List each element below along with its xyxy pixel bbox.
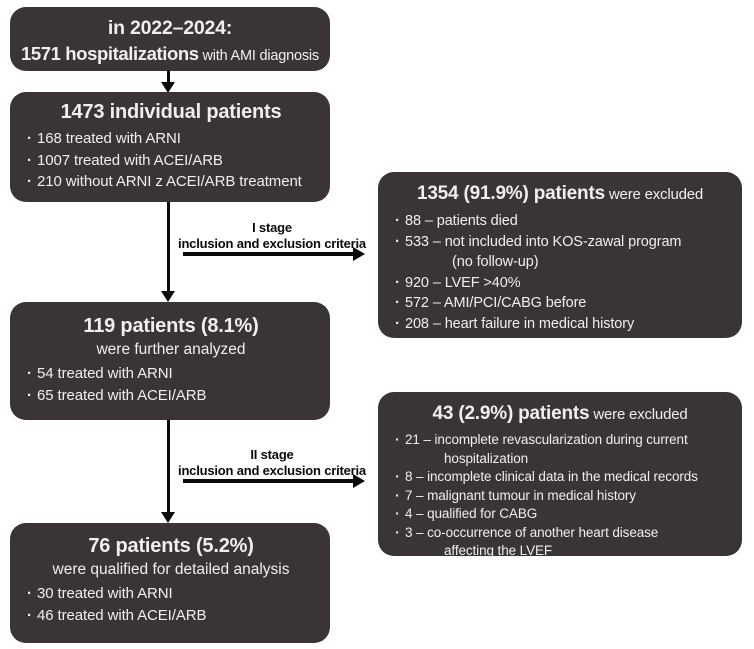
box-excluded-stage1: 1354 (91.9%) patients were excluded · 88 … xyxy=(378,172,742,338)
further-analyzed-bullets: · 54 treated with ARNI · 65 treated with A… xyxy=(22,363,320,406)
excluded-stage1-bullets: · 88 – patients died · 533 – not included … xyxy=(390,211,730,334)
bullet-dot-icon: · xyxy=(395,295,400,311)
bullet-dot-icon: · xyxy=(395,432,400,447)
hospitalizations-rest: with AMI diagnosis xyxy=(198,48,320,64)
list-item: · 54 treated with ARNI xyxy=(22,363,320,385)
box-hospitalizations-line1: in 2022–2024: xyxy=(107,17,233,39)
bullet-dot-icon: · xyxy=(27,365,32,382)
list-item-continuation: (no follow-up) xyxy=(452,254,539,270)
hospitalizations-count: 1571 hospitalizations xyxy=(20,43,199,64)
list-item: · 920 – LVEF >40% xyxy=(390,273,730,294)
list-item-text: 920 – LVEF >40% xyxy=(405,274,521,291)
list-item: · 572 – AMI/PCI/CABG before xyxy=(390,293,730,314)
list-item: · 88 – patients died xyxy=(390,211,730,232)
bullet-dot-icon: · xyxy=(395,274,400,291)
excluded-stage1-count: 1354 (91.9%) patients xyxy=(416,183,605,204)
list-item: · 3 – co-occurrence of another heart dise… xyxy=(390,524,730,543)
further-analyzed-heading: 119 patients (8.1%) xyxy=(83,315,259,337)
excluded-stage2-heading: 43 (2.9%) patients were excluded xyxy=(390,401,730,428)
list-item-text: 30 treated with ARNI xyxy=(37,585,173,602)
stage2-arrow-label: II stage inclusion and exclusion criteri… xyxy=(157,447,387,479)
down-arrowhead-icon-1 xyxy=(161,82,175,93)
bullet-dot-icon: · xyxy=(27,386,32,404)
stage1-label-line2: inclusion and exclusion criteria xyxy=(178,236,366,251)
list-item-text: 46 treated with ACEI/ARB xyxy=(37,606,207,624)
box-hospitalizations-line2: 1571 hospitalizations with AMI diagnosis xyxy=(10,41,330,69)
list-item: · 533 – not included into KOS-zawal progr… xyxy=(390,232,730,253)
right-arrow-connector-2 xyxy=(183,479,354,483)
list-item-text: 8 – incomplete clinical data in the medi… xyxy=(405,469,698,484)
box-further-analyzed: 119 patients (8.1%) were further analyze… xyxy=(10,302,330,420)
further-analyzed-subheading: were further analyzed xyxy=(96,341,246,358)
excluded-stage2-bullets: · 21 – incomplete revascularization durin… xyxy=(390,431,730,561)
list-item: · 65 treated with ACEI/ARB xyxy=(22,385,320,407)
list-item: · 4 – qualified for CABG xyxy=(390,505,730,524)
list-item-continuation: hospitalization xyxy=(444,450,529,466)
excluded-stage2-rest: were excluded xyxy=(589,406,688,423)
box-hospitalizations: in 2022–2024: 1571 hospitalizations with… xyxy=(10,7,330,71)
bullet-dot-icon: · xyxy=(27,173,32,190)
list-item: · 30 treated with ARNI xyxy=(22,583,320,605)
list-item: · 46 treated with ACEI/ARB xyxy=(22,605,320,627)
list-item: · 210 without ARNI z ACEI/ARB treatment xyxy=(22,171,320,193)
list-item-text: 3 – co-occurrence of another heart disea… xyxy=(405,524,659,540)
excluded-stage2-count: 43 (2.9%) patients xyxy=(432,403,590,424)
bullet-dot-icon: · xyxy=(395,213,400,229)
right-arrowhead-icon-1 xyxy=(353,247,365,261)
box-individual-patients: 1473 individual patients · 168 treated wi… xyxy=(10,92,330,202)
stage1-label-line1: I stage xyxy=(252,220,292,235)
detailed-analysis-heading: 76 patients (5.2%) xyxy=(88,535,254,557)
list-item: · 7 – malignant tumour in medical history xyxy=(390,487,730,506)
list-item: · 1007 treated with ACEI/ARB xyxy=(22,150,320,172)
bullet-dot-icon: · xyxy=(27,151,32,169)
list-item-text: 7 – malignant tumour in medical history xyxy=(405,487,636,503)
detailed-analysis-subheading: were qualified for detailed analysis xyxy=(52,561,290,578)
excluded-stage1-rest: were excluded xyxy=(604,186,704,203)
bullet-dot-icon: · xyxy=(395,506,400,521)
list-item-text: 210 without ARNI z ACEI/ARB treatment xyxy=(37,173,302,190)
list-item: · 21 – incomplete revascularization durin… xyxy=(390,431,730,450)
stage1-arrow-label: I stage inclusion and exclusion criteria xyxy=(157,220,387,252)
box-excluded-stage2: 43 (2.9%) patients were excluded · 21 – i… xyxy=(378,392,742,558)
down-arrow-connector-2 xyxy=(167,202,170,292)
bullet-dot-icon: · xyxy=(395,233,400,250)
list-item-text: 4 – qualified for CABG xyxy=(405,506,538,521)
down-arrowhead-icon-3 xyxy=(161,512,175,523)
bullet-dot-icon: · xyxy=(395,524,400,540)
individual-patients-bullets: · 168 treated with ARNI · 1007 treated wit… xyxy=(22,128,320,193)
down-arrow-connector-1 xyxy=(167,70,170,83)
list-item: · 168 treated with ARNI xyxy=(22,128,320,150)
list-item-text: 88 – patients died xyxy=(405,213,518,229)
list-item-text: 1007 treated with ACEI/ARB xyxy=(37,151,223,169)
right-arrowhead-icon-2 xyxy=(353,474,365,488)
stage2-label-line1: II stage xyxy=(250,447,294,462)
bullet-dot-icon: · xyxy=(27,585,32,602)
list-item: · 8 – incomplete clinical data in the med… xyxy=(390,468,730,487)
list-item: · 208 – heart failure in medical history xyxy=(390,314,730,335)
list-item-text: 168 treated with ARNI xyxy=(37,130,181,147)
box-detailed-analysis: 76 patients (5.2%) were qualified for de… xyxy=(10,523,330,643)
bullet-dot-icon: · xyxy=(395,487,400,503)
excluded-stage1-heading: 1354 (91.9%) patients were excluded xyxy=(390,181,730,208)
list-item-text: 533 – not included into KOS-zawal progra… xyxy=(405,233,682,250)
individual-patients-heading: 1473 individual patients xyxy=(60,101,282,123)
down-arrowhead-icon-2 xyxy=(161,291,175,302)
list-item-text: 572 – AMI/PCI/CABG before xyxy=(405,295,587,311)
stage2-label-line2: inclusion and exclusion criteria xyxy=(178,463,366,478)
detailed-analysis-bullets: · 30 treated with ARNI · 46 treated with A… xyxy=(22,583,320,626)
down-arrow-connector-3 xyxy=(167,420,170,513)
list-item-text: 54 treated with ARNI xyxy=(37,365,173,382)
list-item-continuation: affecting the LVEF xyxy=(444,543,553,558)
bullet-dot-icon: · xyxy=(395,469,400,484)
right-arrow-connector-1 xyxy=(183,252,354,256)
bullet-dot-icon: · xyxy=(27,130,32,147)
bullet-dot-icon: · xyxy=(395,315,400,332)
bullet-dot-icon: · xyxy=(27,606,32,624)
list-item-text: 65 treated with ACEI/ARB xyxy=(37,386,207,404)
list-item-text: 208 – heart failure in medical history xyxy=(405,315,635,332)
list-item-text: 21 – incomplete revascularization during… xyxy=(405,432,688,447)
